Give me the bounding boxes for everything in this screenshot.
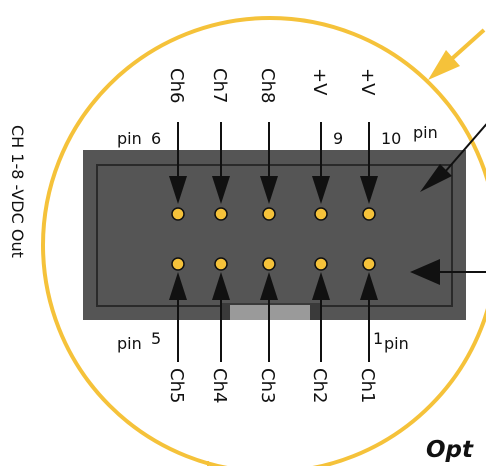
bottom-channel-labels: Ch5 Ch4 Ch3 Ch2 Ch1 xyxy=(166,368,378,403)
pin9-number: 9 xyxy=(333,129,343,148)
bottom-arrowhead-2 xyxy=(212,272,230,300)
bottom-arrowhead-3 xyxy=(260,272,278,300)
pin-top-2 xyxy=(214,207,228,221)
key-notch xyxy=(222,303,320,320)
pin-bottom-4 xyxy=(314,257,328,271)
top-channel-label-4: +V xyxy=(309,68,330,96)
top-arrowhead-4 xyxy=(312,176,330,204)
leader-arrow-upper xyxy=(420,123,486,192)
pin5-number: 5 xyxy=(151,329,161,348)
pin10-number: 10 xyxy=(381,129,401,148)
top-arrowhead-2 xyxy=(212,176,230,204)
top-arrowhead-1 xyxy=(169,176,187,204)
bottom-arrowhead-4 xyxy=(312,272,330,300)
bottom-channel-label-2: Ch4 xyxy=(209,368,230,403)
pin6-number: 6 xyxy=(151,129,161,148)
bottom-channel-label-4: Ch2 xyxy=(309,368,330,403)
pin-bottom-2 xyxy=(214,257,228,271)
top-arrowhead-5 xyxy=(360,176,378,204)
top-pin-lines xyxy=(169,122,378,204)
corner-label: Opt xyxy=(426,437,474,463)
pin-top-3 xyxy=(262,207,276,221)
pin-bottom-3 xyxy=(262,257,276,271)
top-channel-labels: Ch6 Ch7 Ch8 +V +V xyxy=(166,68,378,103)
pin1-number: 1 xyxy=(373,329,383,348)
pin-bottom-5 xyxy=(362,257,376,271)
top-arrowhead-3 xyxy=(260,176,278,204)
bottom-channel-label-1: Ch5 xyxy=(166,368,187,403)
pin10-word: pin xyxy=(413,123,438,142)
pin1-word: pin xyxy=(384,334,409,353)
pin-top-4 xyxy=(314,207,328,221)
pin6-word: pin xyxy=(117,129,142,148)
pin-top-1 xyxy=(171,207,185,221)
top-channel-label-1: Ch6 xyxy=(166,68,187,103)
pin5-word: pin xyxy=(117,334,142,353)
top-channel-label-2: Ch7 xyxy=(209,68,230,103)
pin-top-5 xyxy=(362,207,376,221)
bottom-channel-label-5: Ch1 xyxy=(357,368,378,403)
top-channel-label-5: +V xyxy=(357,68,378,96)
pin-bottom-1 xyxy=(171,257,185,271)
bottom-channel-label-3: Ch3 xyxy=(257,368,278,403)
side-label: CH 1-8 -VDC Out xyxy=(8,125,27,258)
pin-array xyxy=(171,207,376,271)
top-channel-label-3: Ch8 xyxy=(257,68,278,103)
pointer-arrow xyxy=(428,28,486,80)
leader-arrow-lower xyxy=(410,259,486,285)
bottom-pin-lines xyxy=(169,272,378,362)
bottom-arrowhead-5 xyxy=(360,272,378,300)
bottom-arrowhead-1 xyxy=(169,272,187,300)
